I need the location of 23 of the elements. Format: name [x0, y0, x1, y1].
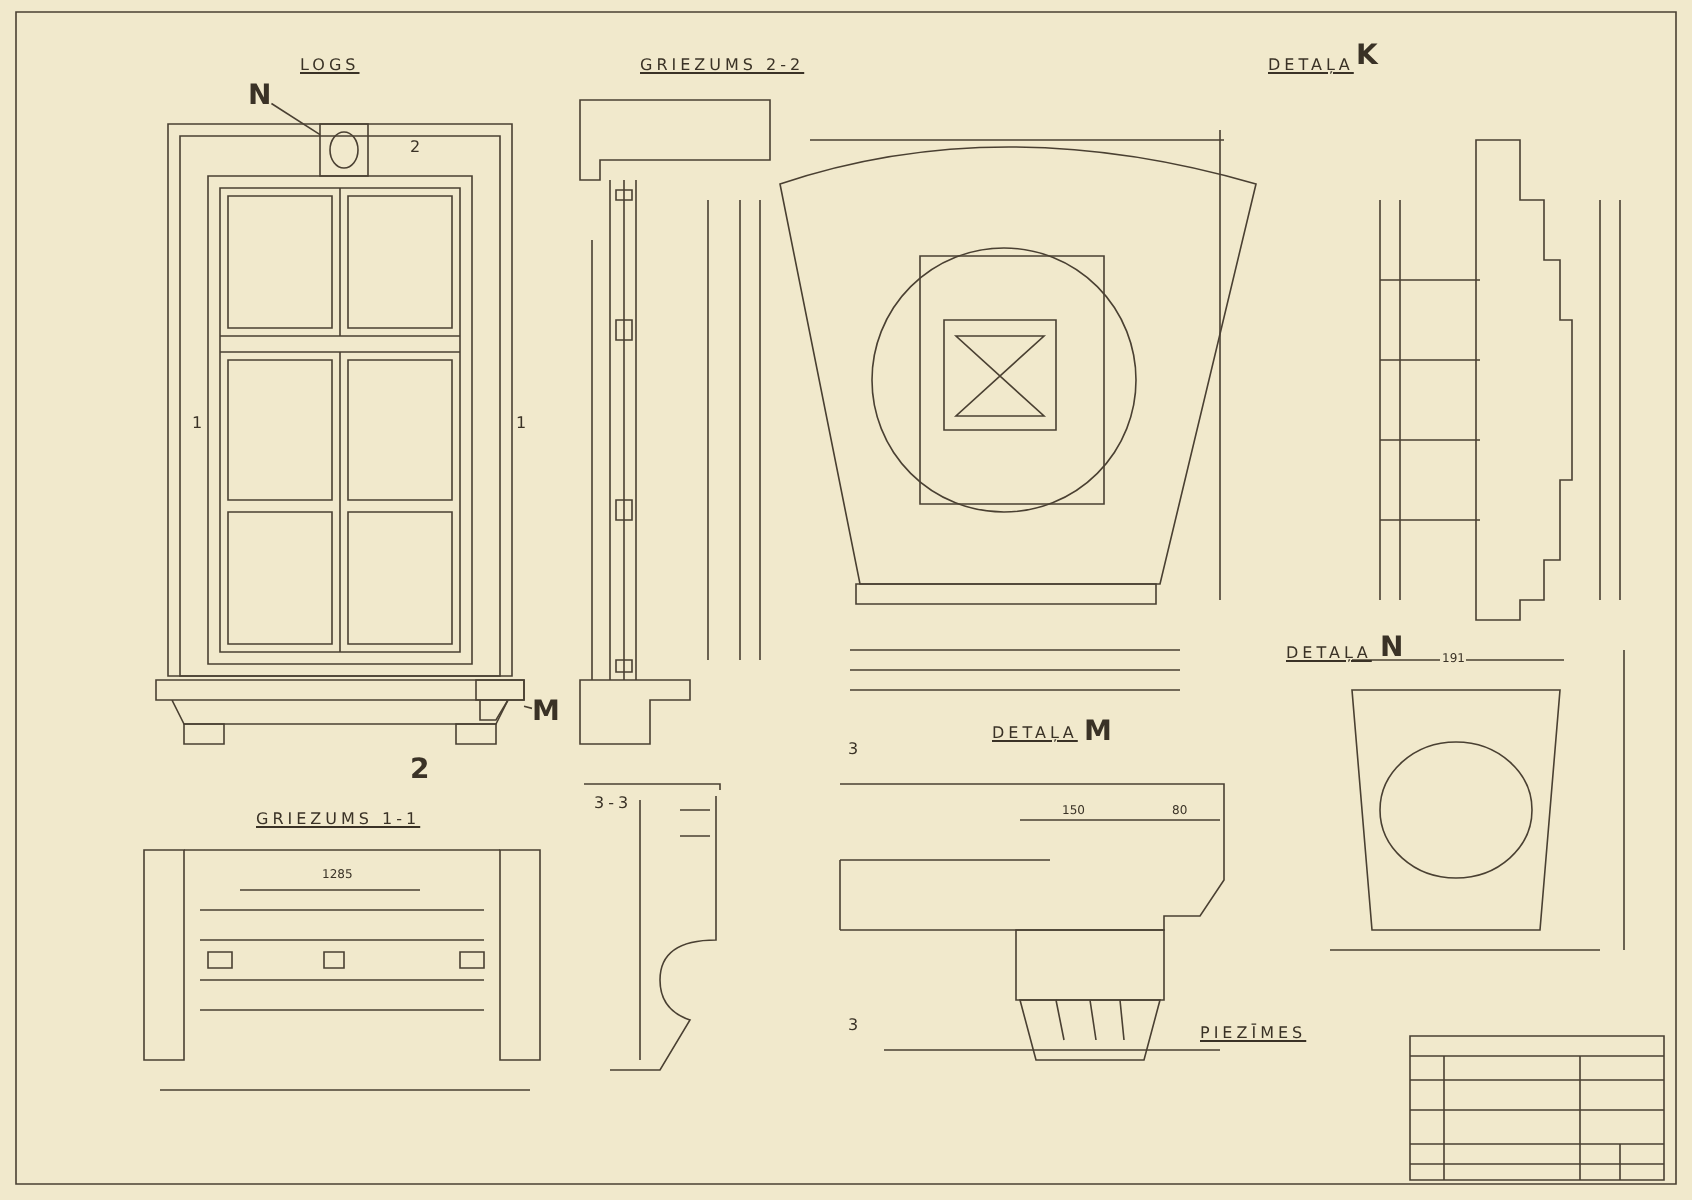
window-sill-drawing	[475, 679, 525, 721]
section-mark: 3-3	[594, 794, 633, 814]
view-title: GRIEZUMS 2-2	[640, 56, 805, 76]
section-mark: 1	[516, 414, 531, 434]
detail-letter: N	[1380, 632, 1404, 664]
keystone-drawing	[319, 123, 369, 177]
section-mark: 3	[848, 740, 863, 760]
detail-letter: 2	[410, 754, 430, 786]
view-title: PIEZĪMES	[1200, 1024, 1307, 1044]
leader-line	[523, 705, 533, 710]
section-mark: 2	[410, 138, 425, 158]
view-title: GRIEZUMS 1-1	[256, 810, 421, 830]
callout-letter: M	[532, 696, 560, 728]
view-title: DETAĻA	[992, 724, 1078, 744]
view-title: DETAĻA	[1268, 56, 1354, 76]
callout-letter: N	[248, 80, 272, 112]
view-title: LOGS	[300, 56, 360, 76]
view-title: DETAĻA	[1286, 644, 1372, 664]
detail-letter: K	[1356, 40, 1378, 72]
detail-letter: M	[1084, 716, 1112, 748]
section-mark: 3	[848, 1016, 863, 1036]
leader-line	[270, 102, 321, 136]
section-mark: 1	[192, 414, 207, 434]
